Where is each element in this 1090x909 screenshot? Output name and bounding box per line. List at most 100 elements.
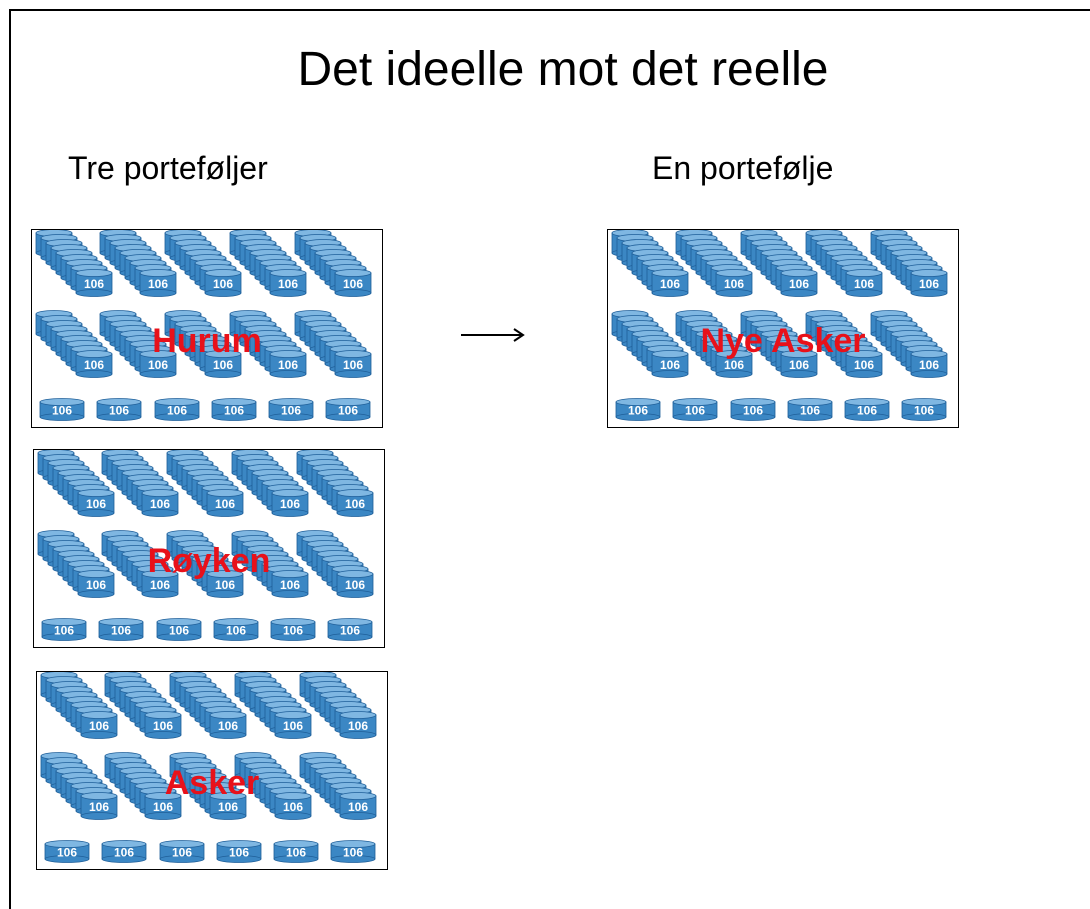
- disk-stack: 106: [740, 230, 818, 297]
- disk-cylinder: 106: [139, 269, 177, 297]
- disk-label: 106: [89, 719, 109, 733]
- disk-cylinder: 106: [271, 570, 309, 598]
- disk-stack: 106: [101, 530, 179, 598]
- disk-cylinder: 106: [98, 618, 144, 641]
- disk-label: 106: [169, 624, 189, 638]
- disk-cylinder: 106: [715, 350, 753, 378]
- disk-cylinder: 106: [787, 398, 833, 421]
- disk-cylinder: 106: [844, 398, 890, 421]
- disk-label: 106: [229, 846, 249, 860]
- disk-label: 106: [343, 277, 363, 291]
- disk-label: 106: [150, 497, 170, 511]
- disk-cylinder: 106: [211, 398, 257, 421]
- disk-label: 106: [153, 800, 173, 814]
- disk-cylinder: 106: [204, 350, 242, 378]
- slide-title: Det ideelle mot det reelle: [297, 43, 829, 96]
- disk-label: 106: [114, 846, 134, 860]
- disk-label: 106: [724, 277, 744, 291]
- disk-label: 106: [150, 578, 170, 592]
- disk-label: 106: [153, 719, 173, 733]
- disk-cylinder: 106: [651, 350, 689, 378]
- disk-cylinder: 106: [213, 618, 259, 641]
- disk-label: 106: [743, 404, 763, 418]
- disk-cylinder: 106: [39, 398, 85, 421]
- disk-stack: 106: [231, 450, 309, 517]
- disk-cylinder: 106: [77, 489, 115, 517]
- disk-stack: 106: [169, 752, 247, 820]
- disk-stack: 106: [169, 672, 247, 739]
- disk-cylinder: 106: [672, 398, 718, 421]
- disk-cylinder: 106: [339, 711, 377, 739]
- disk-stack: 106: [294, 310, 372, 378]
- disk-cylinder: 106: [910, 350, 948, 378]
- disk-label: 106: [109, 404, 129, 418]
- disk-cylinder: 106: [80, 711, 118, 739]
- disk-stack: 106: [164, 310, 242, 378]
- disk-cylinder: 106: [44, 840, 90, 863]
- disk-stack: 106: [229, 310, 307, 378]
- disk-stack: 106: [99, 230, 177, 297]
- disk-stack: 106: [37, 450, 115, 517]
- disk-stack: 106: [37, 530, 115, 598]
- disk-cylinder: 106: [209, 711, 247, 739]
- disk-stack: 106: [870, 310, 948, 378]
- disk-cylinder: 106: [144, 792, 182, 820]
- disk-cylinder: 106: [325, 398, 371, 421]
- disk-label: 106: [89, 800, 109, 814]
- disk-stack: 106: [299, 672, 377, 739]
- disk-label: 106: [86, 578, 106, 592]
- disk-cylinder: 106: [780, 269, 818, 297]
- disk-label: 106: [919, 358, 939, 372]
- disk-cylinder: 106: [156, 618, 202, 641]
- disk-label: 106: [226, 624, 246, 638]
- disk-stack: 106: [35, 230, 113, 297]
- disk-cylinder: 106: [715, 269, 753, 297]
- disk-label: 106: [84, 277, 104, 291]
- portfolio-label: Hurum: [152, 322, 262, 360]
- disk-label: 106: [343, 846, 363, 860]
- disk-cylinder: 106: [141, 570, 179, 598]
- portfolio-label: Røyken: [148, 542, 271, 580]
- disk-cylinder: 106: [271, 489, 309, 517]
- disk-label: 106: [215, 578, 235, 592]
- disk-label: 106: [224, 404, 244, 418]
- disk-label: 106: [280, 497, 300, 511]
- right-heading: En portefølje: [652, 150, 834, 186]
- disk-label: 106: [57, 846, 77, 860]
- disk-stack: 106: [99, 310, 177, 378]
- disk-label: 106: [278, 358, 298, 372]
- disk-stack: 106: [805, 310, 883, 378]
- disk-cylinder: 106: [330, 840, 376, 863]
- disk-label: 106: [286, 846, 306, 860]
- disk-label: 106: [283, 719, 303, 733]
- disk-stack: 106: [40, 752, 118, 820]
- disk-cylinder: 106: [273, 840, 319, 863]
- disk-cylinder: 106: [141, 489, 179, 517]
- disk-label: 106: [660, 358, 680, 372]
- disk-cylinder: 106: [101, 840, 147, 863]
- disk-cylinder: 106: [336, 570, 374, 598]
- disk-label: 106: [685, 404, 705, 418]
- disk-label: 106: [345, 578, 365, 592]
- disk-label: 106: [914, 404, 934, 418]
- disk-label: 106: [172, 846, 192, 860]
- disk-label: 106: [218, 719, 238, 733]
- disk-cylinder: 106: [339, 792, 377, 820]
- disk-cylinder: 106: [845, 269, 883, 297]
- disk-stack: 106: [611, 230, 689, 297]
- disk-label: 106: [343, 358, 363, 372]
- disk-label: 106: [857, 404, 877, 418]
- disk-cylinder: 106: [336, 489, 374, 517]
- slide-frame: [9, 9, 1090, 909]
- disk-label: 106: [854, 277, 874, 291]
- disk-label: 106: [52, 404, 72, 418]
- disk-cylinder: 106: [334, 350, 372, 378]
- disk-stack: 106: [296, 530, 374, 598]
- disk-cylinder: 106: [780, 350, 818, 378]
- disk-cylinder: 106: [730, 398, 776, 421]
- disk-label: 106: [84, 358, 104, 372]
- disk-label: 106: [789, 358, 809, 372]
